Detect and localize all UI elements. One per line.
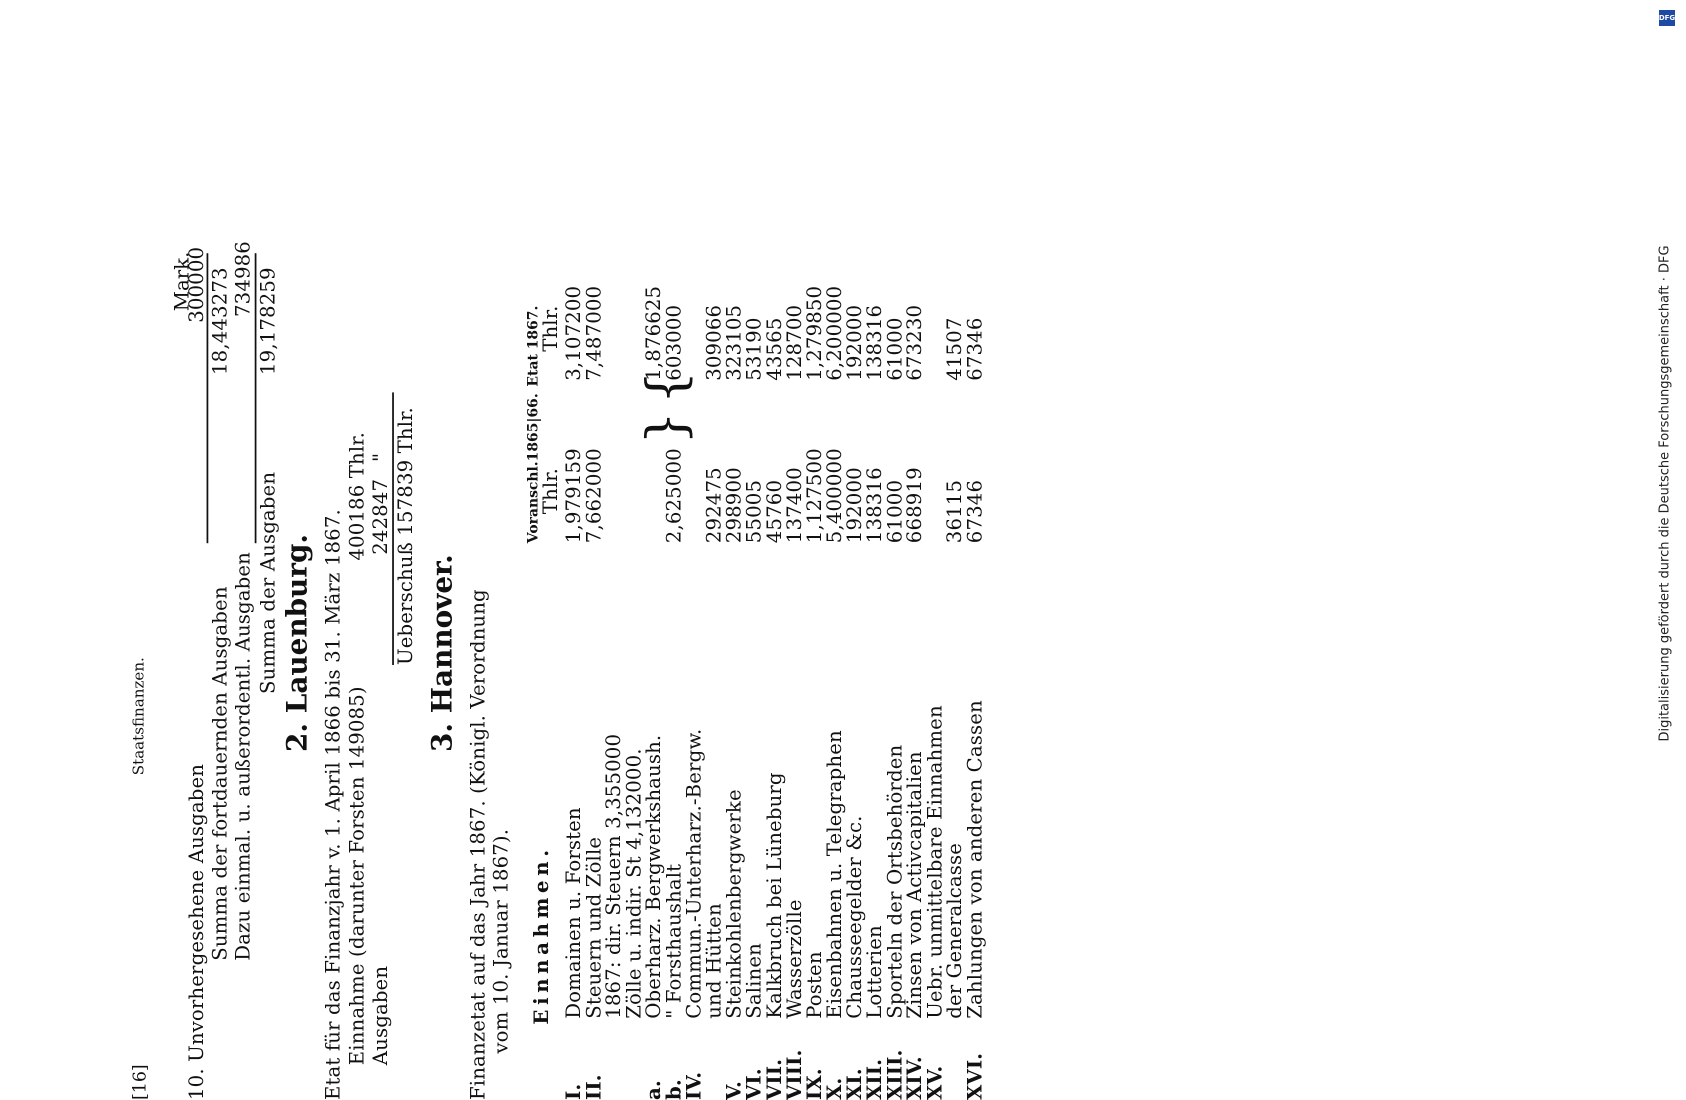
lauenburg-line1: Etat für das Finanzjahr v. 1. April 1866… — [321, 509, 345, 1100]
row-value-1865: 668919 — [903, 467, 927, 544]
row-number: IV. — [682, 1071, 706, 1100]
lauenburg-line4: Ueberschuß 157839 Thlr. — [393, 407, 418, 665]
section10-line3-value: 734986 — [231, 241, 255, 318]
lauenburg-line2-label: Einnahme (darunter Forsten 149085) — [345, 686, 369, 1066]
section10-value1: 300000 — [185, 246, 209, 323]
dfg-logo: DFG — [1659, 10, 1675, 26]
dfg-credit-text: Digitalisierung gefördert durch die Deut… — [1657, 245, 1673, 742]
row-value-1865: 2,625000 — [662, 448, 686, 544]
rotated-page-content: [16] Staatsfinanzen. Mark. 10. Unvorherg… — [130, 241, 987, 1100]
row-value-1867: 67346 — [963, 317, 987, 381]
row-value-1867: 603000 — [662, 304, 686, 381]
scanned-page: [16] Staatsfinanzen. Mark. 10. Unvorherg… — [130, 6, 1681, 1100]
lauenburg-line3-label: Ausgaben — [368, 965, 393, 1066]
section10-line4-label: Summa der Ausgaben — [256, 471, 280, 694]
hannover-intro1: Finanzetat auf das Jahr 1867. (Königl. V… — [466, 589, 490, 1100]
section10-line2-label: Summa der fortdauernden Ausgaben — [208, 586, 232, 961]
einnahmen-heading: Einnahmen. — [530, 845, 554, 1025]
dfg-credit: DFG Digitalisierung gefördert durch die … — [1655, 6, 1681, 991]
lauenburg-line2-value: 400186 Thlr. — [345, 431, 369, 561]
hannover-title: 3. Hannover. — [425, 554, 459, 752]
row-value-1867: 673230 — [903, 304, 927, 381]
row-value-1865: 7,662000 — [582, 448, 606, 544]
running-title: Staatsfinanzen. — [130, 657, 148, 776]
brace-left: { — [635, 411, 697, 445]
section10-line4-value: 19,178259 — [256, 267, 280, 376]
section10-line2-value: 18,443273 — [208, 267, 232, 376]
lauenburg-line3-value: 242847 — [368, 478, 393, 555]
ditto-mark: " — [368, 452, 393, 463]
col2-unit: Thlr. — [538, 305, 563, 352]
col1-unit: Thlr. — [538, 467, 563, 515]
lauenburg-title: 2. Lauenburg. — [280, 533, 314, 752]
brace-right: { — [635, 370, 697, 405]
row-value-1867: 7,487000 — [582, 285, 606, 381]
section10-line1: 10. Unvorhergesehene Ausgaben — [185, 763, 209, 1100]
page-number: [16] — [130, 1064, 151, 1100]
row-label: Zahlungen von anderen Cassen — [963, 700, 987, 1019]
row-number: II. — [582, 1074, 606, 1100]
row-number: XVI. — [963, 1052, 987, 1100]
row-number: XV. — [923, 1065, 947, 1100]
row-value-1865: 67346 — [963, 479, 987, 544]
section10-line3-label: Dazu einmal. u. außerordentl. Ausgaben — [231, 552, 255, 961]
hannover-intro2: vom 10. Januar 1867). — [489, 828, 513, 1054]
